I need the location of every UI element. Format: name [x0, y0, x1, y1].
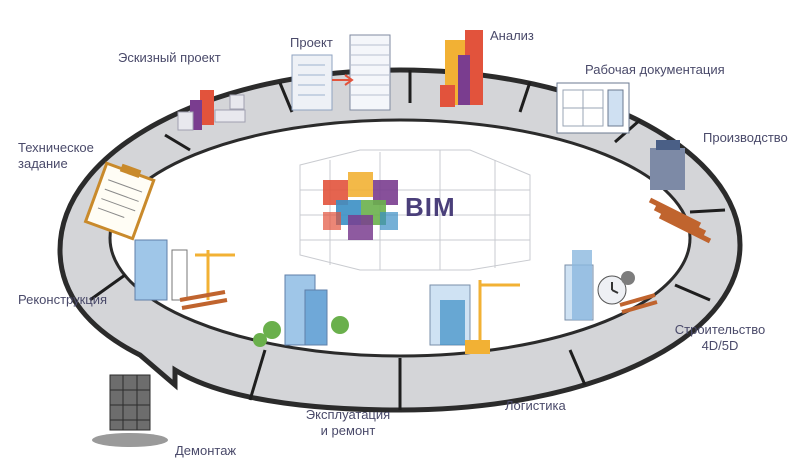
stage-label-operation-line2: и ремонт — [320, 423, 376, 438]
stage-label-construction-line1: Строительство — [674, 322, 766, 337]
stage-label-concept: Эскизный проект — [118, 50, 221, 65]
stage-label-demolition: Демонтаж — [175, 443, 237, 458]
construction-time-cost-icon — [564, 250, 658, 321]
analysis-model-icon — [440, 30, 483, 107]
bim-cube-logo-icon — [323, 172, 398, 240]
building-design-icon — [291, 34, 391, 111]
demolition-icon — [92, 374, 168, 447]
bim-title: BIM — [405, 192, 456, 222]
clipboard-checklist-icon — [83, 161, 156, 241]
stage-label-brief: Техническое задание — [18, 140, 94, 172]
stage-label-operation: Эксплуатация и ремонт — [298, 407, 398, 439]
factory-machine-icon — [648, 140, 712, 244]
stage-label-reconstruction: Реконструкция — [18, 292, 108, 307]
drawing-sheet-icon — [556, 82, 630, 134]
stage-label-brief-line1: Техническое — [18, 140, 94, 155]
city-buildings-icon — [253, 274, 349, 347]
stage-label-logistics: Логистика — [505, 398, 566, 413]
stage-label-operation-line1: Эксплуатация — [305, 407, 391, 422]
stage-label-production: Производство — [703, 130, 788, 145]
stage-label-construction-line2: 4D/5D — [701, 338, 739, 353]
stage-label-brief-line2: задание — [18, 156, 68, 171]
stage-label-working-docs: Рабочая документация — [585, 62, 725, 77]
stage-label-project: Проект — [290, 35, 333, 50]
reconstruction-crane-icon — [134, 239, 235, 310]
crane-truck-icon — [429, 280, 520, 354]
stage-label-construction: Строительство 4D/5D — [665, 322, 775, 354]
stage-label-analysis: Анализ — [490, 28, 534, 43]
concept-model-icon — [177, 90, 246, 131]
